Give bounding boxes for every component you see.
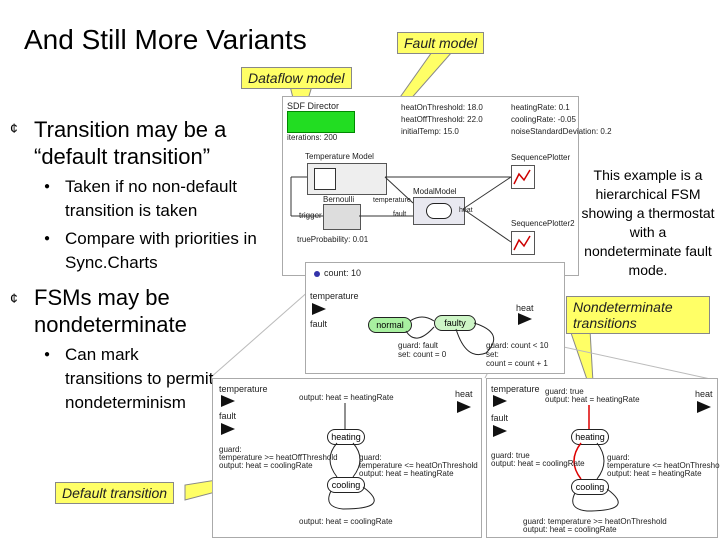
port-temperature-label: temperature — [491, 384, 540, 394]
port-temperature: temperature — [373, 197, 411, 204]
guard-heat-on: temperature <= heatOnThreshold — [359, 461, 478, 470]
normal-fsm-transitions — [328, 403, 375, 510]
set-count-increment: count = count + 1 — [486, 359, 548, 368]
sub-bullet-priorities: Compare with priorities in Sync.Charts — [65, 229, 257, 272]
port-fault-label: fault — [491, 413, 509, 423]
bernoulli-label: Bernoulli — [323, 195, 355, 204]
input-port-icon — [221, 395, 235, 407]
guard-heat-off: temperature >= heatOffThreshold — [219, 453, 338, 462]
port-heat-label: heat — [516, 303, 534, 313]
right-note: This example is a hierarchical FSM showi… — [581, 167, 715, 278]
sdf-director-icon[interactable] — [287, 111, 355, 133]
init-output: output: heat = heatingRate — [299, 393, 394, 402]
bernoulli-actor[interactable] — [323, 204, 361, 230]
state-heating[interactable]: heating — [571, 429, 609, 445]
param-heat-on: heatOnThreshold: 18.0 — [401, 103, 483, 112]
param-initial-temp: initialTemp: 15.0 — [401, 127, 459, 136]
nondeterminate-fsm-window: temperature fault heat guard: true outpu… — [486, 378, 720, 538]
set-label: set: — [486, 350, 499, 359]
state-normal[interactable]: normal — [368, 317, 412, 333]
input-port-icon — [221, 423, 235, 435]
port-heat-label: heat — [455, 389, 473, 399]
sub-bullet-icon: ● — [44, 233, 51, 244]
nondeterminate-callout: Nondeterminate transitions — [566, 296, 710, 334]
director-label: SDF Director — [287, 101, 340, 111]
sequence-plotter2-label: SequencePlotter2 — [511, 219, 575, 228]
state-heating[interactable]: heating — [327, 429, 365, 445]
guard-true-mid: guard: true — [491, 451, 530, 460]
sub-bullet-taken: Taken if no non-default transition is ta… — [65, 177, 238, 220]
output-cooling-rate: output: heat = coolingRate — [219, 461, 313, 470]
slide-title: And Still More Variants — [24, 24, 307, 55]
output-port-icon — [697, 401, 711, 413]
zoom-line — [209, 289, 311, 379]
sub-bullet-icon: ● — [44, 349, 51, 360]
output-port-icon — [518, 313, 532, 325]
fault-fsm-window: count: 10 temperature fault heat normal … — [305, 262, 565, 374]
output-heating-rate: output: heat = heatingRate — [607, 469, 702, 478]
bullet-nondeterminate: FSMs may be nondeterminate — [34, 285, 187, 337]
composite-icon — [314, 168, 336, 190]
param-heat-off: heatOffThreshold: 22.0 — [401, 115, 483, 124]
guard-count: guard: count < 10 — [486, 341, 549, 350]
sub-bullet-icon: ● — [44, 181, 51, 192]
normal-fsm-window: temperature fault heat output: heat = he… — [212, 378, 482, 538]
count-param: count: 10 — [324, 268, 362, 278]
state-cooling[interactable]: cooling — [571, 479, 609, 495]
port-temperature-label: temperature — [219, 384, 268, 394]
input-port-icon — [493, 425, 507, 437]
guard-true-top: guard: true — [545, 387, 584, 396]
modal-model-actor[interactable] — [413, 197, 465, 225]
default-transition-callout: Default transition — [55, 482, 175, 504]
guard-label: guard: — [359, 453, 382, 462]
port-fault-label: fault — [310, 319, 328, 329]
nondet-fsm-transitions — [572, 405, 619, 512]
input-port-icon — [493, 395, 507, 407]
fsm-icon — [426, 203, 452, 219]
param-heating-rate: heatingRate: 0.1 — [511, 103, 570, 112]
output-cooling-bottom: output: heat = coolingRate — [523, 525, 617, 534]
state-faulty[interactable]: faulty — [434, 315, 476, 331]
guard-label: guard: — [607, 453, 630, 462]
fault-model-callout: Fault model — [397, 32, 485, 54]
sequence-plotter-label: SequencePlotter — [511, 153, 571, 162]
iterations-label: iterations: 200 — [287, 133, 338, 142]
self-output-cooling: output: heat = coolingRate — [299, 517, 393, 526]
temperature-model-label: Temperature Model — [305, 152, 374, 161]
bullet-icon: ¢ — [10, 120, 18, 136]
bullet-icon: ¢ — [10, 290, 18, 306]
state-cooling[interactable]: cooling — [327, 477, 365, 493]
dataflow-model-callout: Dataflow model — [241, 67, 352, 89]
port-heat-label: heat — [695, 389, 713, 399]
param-icon — [314, 271, 320, 277]
guard-fault: guard: fault — [398, 341, 439, 350]
output-port-icon — [457, 401, 471, 413]
output-cooling-mid: output: heat = coolingRate — [491, 459, 585, 468]
guard-bottom: guard: temperature >= heatOnThreshold — [523, 517, 667, 526]
dataflow-connections — [290, 176, 512, 243]
guard-heat-on: temperature <= heatOnThreshold — [607, 461, 720, 470]
param-cooling-rate: coolingRate: -0.05 — [511, 115, 576, 124]
input-port-icon — [312, 303, 326, 315]
fault-fsm-transitions — [405, 316, 495, 355]
port-fault-label: fault — [219, 411, 237, 421]
port-fault: fault — [393, 211, 407, 218]
modal-model-label: ModalModel — [413, 187, 457, 196]
port-temperature-label: temperature — [310, 291, 359, 301]
bullet-default-transition: Transition may be a “default transition” — [34, 117, 227, 169]
set-count-zero: set: count = 0 — [398, 350, 447, 359]
dataflow-model-window: SDF Director iterations: 200 heatOnThres… — [282, 96, 612, 276]
output-heating-rate: output: heat = heatingRate — [359, 469, 454, 478]
guard-label: guard: — [219, 445, 242, 454]
param-noise-std: noiseStandardDeviation: 0.2 — [511, 127, 612, 136]
temperature-model-actor[interactable] — [307, 163, 387, 195]
plotter-icon[interactable] — [511, 231, 535, 255]
true-prob-label: trueProbability: 0.01 — [297, 235, 369, 244]
output-heating-top: output: heat = heatingRate — [545, 395, 640, 404]
sub-bullet-nondeterminism: Can mark transitions to permit nondeterm… — [65, 345, 214, 412]
plotter-icon[interactable] — [511, 165, 535, 189]
